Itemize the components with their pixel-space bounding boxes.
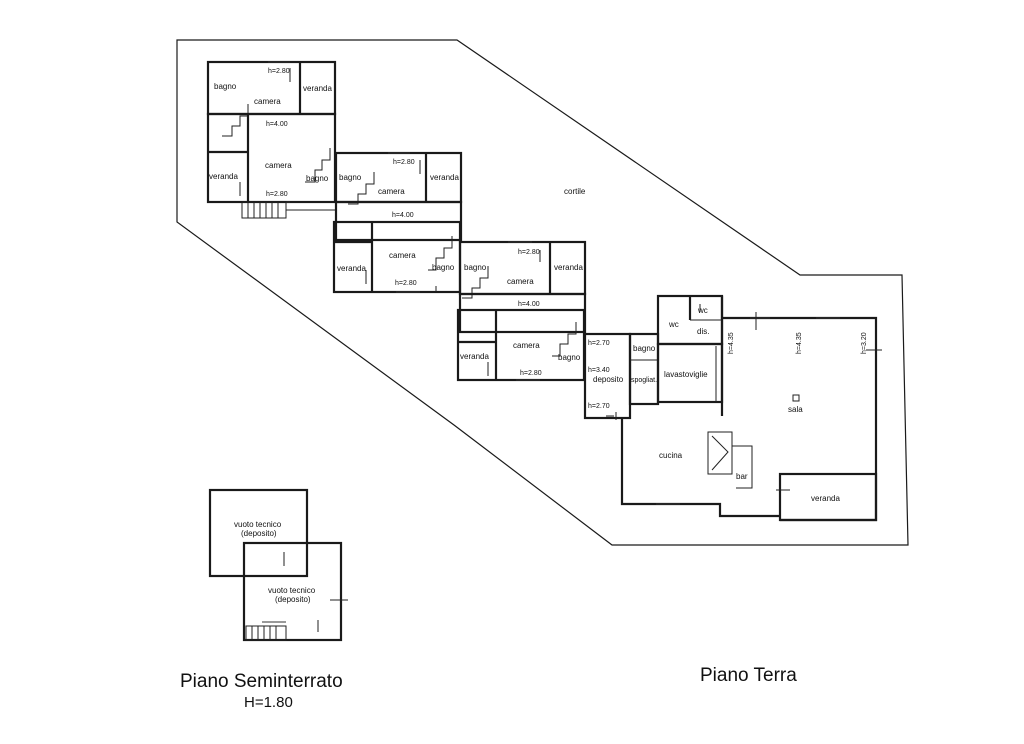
label-veranda-main: veranda: [811, 494, 840, 503]
height-h15: h=3.20: [861, 332, 868, 354]
main-block: [583, 294, 882, 522]
height-h12: h=2.70: [588, 403, 610, 410]
unit-1: [206, 60, 337, 219]
label-vuoto2-b: (deposito): [275, 595, 311, 604]
height-h5: h=4.00: [392, 212, 414, 219]
label-dis: dis.: [697, 327, 709, 336]
height-h6: h=2.80: [395, 280, 417, 287]
label-u5-camera: camera: [507, 277, 534, 286]
label-cucina: cucina: [659, 451, 683, 460]
label-u3-veranda: veranda: [430, 173, 459, 182]
label-u1-veranda: veranda: [303, 84, 332, 93]
height-h10: h=2.70: [588, 340, 610, 347]
site-boundary: [176, 39, 909, 546]
label-sala: sala: [788, 405, 803, 414]
height-h8: h=4.00: [518, 301, 540, 308]
label-u1-camera: camera: [254, 97, 281, 106]
height-h4: h=2.80: [393, 159, 415, 166]
title-piano-seminterrato: Piano Seminterrato: [180, 671, 343, 692]
height-h3: h=2.80: [266, 191, 288, 198]
title-seminterrato-height: H=1.80: [244, 694, 293, 711]
label-u3-bagno: bagno: [339, 173, 362, 182]
label-vuoto2-a: vuoto tecnico: [268, 586, 316, 595]
label-u1-bagno: bagno: [214, 82, 237, 91]
label-u6-bagno: bagno: [558, 353, 581, 362]
label-u3-camera: camera: [378, 187, 405, 196]
label-bar: bar: [736, 472, 748, 481]
label-u5-bagno: bagno: [464, 263, 487, 272]
label-deposito: deposito: [593, 375, 624, 384]
label-vuoto1-b: (deposito): [241, 529, 277, 538]
height-h9: h=2.80: [520, 370, 542, 377]
height-h14: h=4.35: [796, 332, 803, 354]
label-vuoto1-a: vuoto tecnico: [234, 520, 282, 529]
label-u4-camera: camera: [389, 251, 416, 260]
height-h7: h=2.80: [518, 249, 540, 256]
label-wc2: wc: [668, 320, 679, 329]
height-h11: h=3.40: [588, 367, 610, 374]
height-h1: h=2.80: [268, 68, 290, 75]
label-u2-veranda: veranda: [209, 172, 238, 181]
height-h2: h=4.00: [266, 121, 288, 128]
label-u2-bagno: bagno: [306, 174, 329, 183]
title-piano-terra: Piano Terra: [700, 665, 797, 686]
seminterrato-block: [208, 488, 348, 642]
label-wc1: wc: [697, 306, 708, 315]
label-u4-bagno: bagno: [432, 263, 455, 272]
label-cortile: cortile: [564, 187, 586, 196]
label-u6-veranda: veranda: [460, 352, 489, 361]
height-h13: h=4.35: [728, 332, 735, 354]
label-bagno-s: bagno: [633, 344, 656, 353]
label-lavastoviglie: lavastoviglie: [664, 370, 708, 379]
label-spogliat: spogliat.: [631, 377, 657, 384]
unit-2: [334, 151, 463, 242]
label-u4-veranda: veranda: [337, 264, 366, 273]
label-u5-veranda: veranda: [554, 263, 583, 272]
label-u2-camera: camera: [265, 161, 292, 170]
label-u6-camera: camera: [513, 341, 540, 350]
